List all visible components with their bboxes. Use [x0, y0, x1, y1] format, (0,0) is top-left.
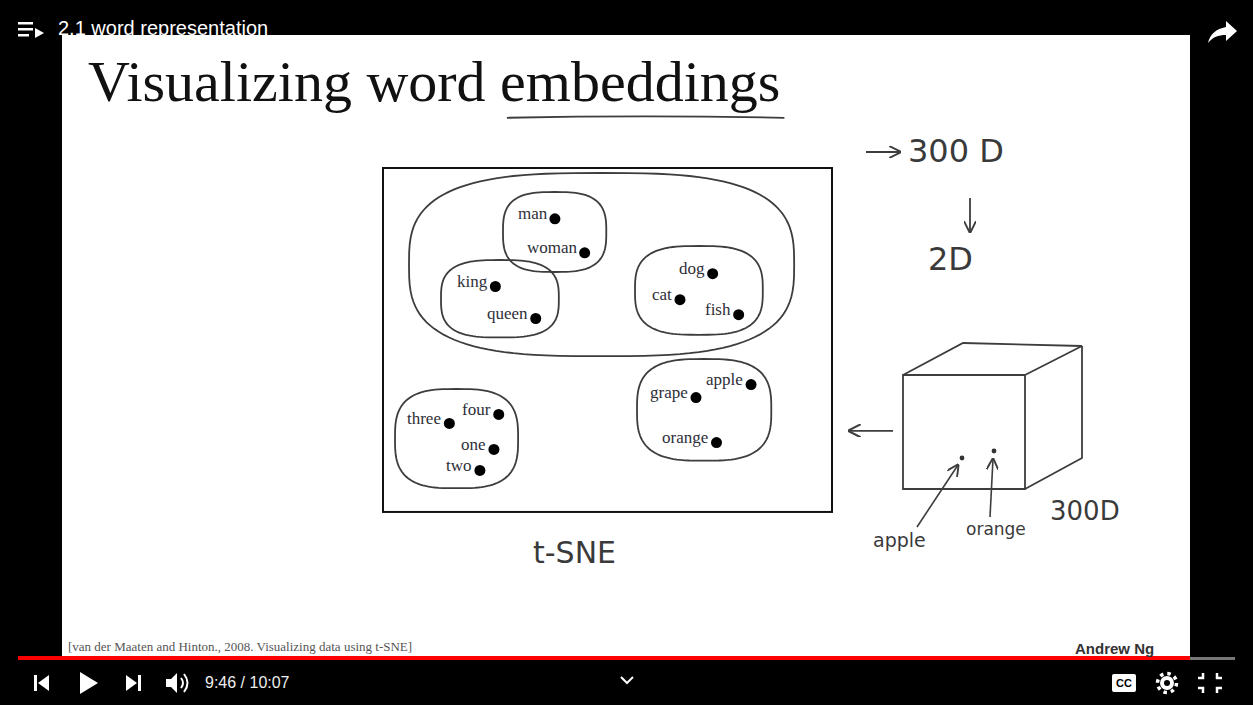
hand-arrow: [969, 198, 971, 232]
point-label: orange: [966, 520, 1026, 540]
captions-icon: [1112, 674, 1136, 692]
progress-played: [18, 656, 1190, 660]
frame-border: [383, 168, 832, 512]
progress-remaining: [1190, 657, 1235, 660]
embedding-point: [960, 456, 965, 461]
word-label: cat: [652, 285, 672, 305]
word-label: king: [457, 272, 487, 292]
cluster-outline-shape: [441, 260, 559, 337]
leader-line: [990, 459, 993, 517]
volume-icon: [166, 673, 177, 693]
word-label: three: [407, 409, 441, 429]
play-icon: [80, 672, 98, 694]
slide-title: Visualizing word embeddings: [88, 50, 780, 114]
embedding-point: [711, 437, 722, 448]
word-label: man: [518, 204, 547, 224]
cluster-outline: [635, 246, 763, 335]
embedding-point: [690, 392, 701, 403]
embedding-point: [488, 444, 499, 455]
cluster-outline: manwomankingqueendogcatfish: [409, 173, 794, 356]
cluster-outline: three four onetwo: [395, 389, 518, 488]
next-icon: [138, 675, 141, 691]
time-display: 9:46 / 10:07: [205, 674, 290, 692]
cube-figure-shape: [903, 342, 1083, 490]
dimension-label: 300 D: [908, 133, 1004, 170]
embedding-point: [530, 313, 541, 324]
cluster-outline: kingqueen: [441, 260, 559, 337]
embedding-point: [550, 213, 561, 224]
point-label: apple: [873, 530, 926, 552]
next-icon: [126, 675, 137, 691]
embedding-point: [733, 309, 744, 320]
word-label: queen: [487, 304, 528, 324]
previous-icon: [38, 675, 49, 691]
cube-figure: 300D: [903, 342, 1083, 490]
embedding-point: [745, 379, 756, 390]
cluster-outline: [441, 260, 559, 337]
cluster-outline: grape apple orange: [637, 359, 771, 461]
previous-icon: [34, 675, 37, 691]
fullscreen-icon: [1217, 673, 1222, 678]
embedding-point: [443, 418, 454, 429]
dimension-label: 2D: [928, 241, 973, 278]
word-label: dog: [679, 259, 705, 279]
embedding-point: [707, 268, 718, 279]
cube-drawing: [903, 343, 1082, 489]
citation: [van der Maaten and Hinton., 2008. Visua…: [68, 640, 412, 655]
cube-face: [903, 343, 1082, 375]
embedding-point: [674, 294, 685, 305]
word-label: one: [461, 435, 486, 455]
word-label: apple: [706, 370, 743, 390]
settings-icon: [1158, 674, 1177, 693]
embedding-point: [490, 281, 501, 292]
word-label: fish: [705, 300, 731, 320]
word-label: orange: [662, 428, 708, 448]
author-name: Andrew Ng: [1075, 640, 1154, 657]
embedding-point: [992, 449, 997, 454]
cluster-outline-shape: [409, 173, 794, 356]
volume-icon: [184, 674, 188, 692]
video-title: 2.1 word representation: [58, 17, 268, 39]
cube-face: [1025, 346, 1082, 489]
embedding-point: [580, 247, 591, 258]
word-label: four: [462, 400, 490, 420]
cube-face: [903, 375, 1025, 489]
slide-background: [62, 35, 1190, 656]
fullscreen-icon: [1217, 688, 1222, 693]
playlist-icon: [18, 34, 29, 37]
leader-line: [917, 465, 958, 527]
pointer-arrow: [849, 430, 893, 432]
settings-icon: [1164, 680, 1170, 686]
method-label: t-SNE: [533, 536, 616, 571]
playlist-icon: [18, 28, 33, 31]
settings-icon: [1160, 676, 1174, 690]
chevron-icon: [621, 677, 633, 683]
hand-underline: [507, 116, 785, 118]
embedding-point: [474, 465, 485, 476]
word-label: two: [446, 456, 472, 476]
volume-icon: [181, 678, 183, 688]
word-label: grape: [650, 383, 688, 403]
cluster-outline: dogcat fish: [635, 246, 763, 335]
word-label: woman: [527, 238, 577, 258]
share-icon: [1208, 21, 1237, 43]
cluster-outline: [395, 389, 518, 488]
hand-arrow: [866, 151, 900, 153]
projection-frame: t-SNEmanwomankingqueendogcatfishthreefou…: [382, 167, 833, 513]
cluster-outline: [637, 359, 771, 461]
dimension-label: 300D: [1050, 497, 1120, 527]
embedding-point: [493, 409, 504, 420]
captions-text: CC: [1112, 675, 1136, 691]
fullscreen-icon: [1198, 688, 1203, 693]
cluster-outline: [409, 173, 794, 356]
playlist-icon: [18, 22, 33, 25]
fullscreen-icon: [1198, 673, 1203, 678]
playlist-icon: [35, 28, 44, 38]
